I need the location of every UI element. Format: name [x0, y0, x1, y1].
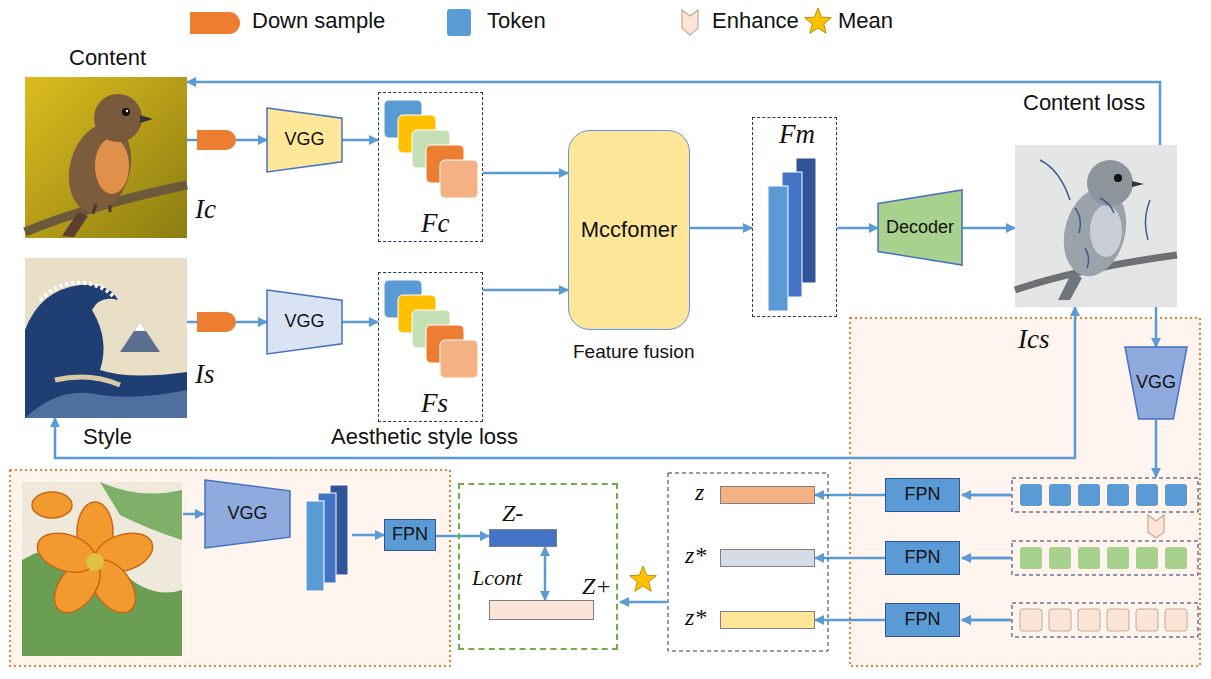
fpn-box: FPN — [885, 478, 960, 512]
image-panel: IsStyle — [25, 258, 187, 418]
fpn-box: FPN — [384, 519, 436, 551]
node-label: VGG — [227, 503, 267, 525]
embedding-group — [668, 473, 828, 651]
node-label: Is — [195, 358, 215, 390]
node-label: Lcont — [472, 565, 522, 591]
embedding-bar: z* — [720, 611, 815, 629]
node-label: FPN — [392, 524, 428, 546]
node-label: Z+ — [582, 572, 612, 601]
fpn-box: FPN — [885, 541, 960, 575]
decoder-block: Decoder — [878, 190, 962, 265]
feature-map-stack — [768, 158, 816, 311]
token-row — [1012, 603, 1198, 637]
token-stack — [384, 100, 478, 198]
flow-connector — [815, 494, 885, 497]
flow-connector — [815, 619, 885, 622]
downsample-icon — [197, 312, 236, 332]
vgg-encoder: VGG — [267, 290, 342, 354]
node-label: z* — [685, 541, 706, 570]
flow-connector — [837, 227, 878, 230]
node-label: VGG — [284, 129, 324, 151]
flow-connector — [962, 227, 1015, 230]
node-label: Ic — [195, 193, 216, 225]
feature-map-stack — [306, 485, 348, 591]
bird-photo — [25, 77, 187, 238]
legend-swatch — [447, 9, 471, 36]
flow-arrow — [1155, 420, 1158, 477]
node-label: z* — [685, 603, 706, 632]
image-panel: Ics — [1015, 145, 1177, 307]
node-label: Ics — [1018, 323, 1049, 355]
feature-group: Fs — [378, 272, 483, 422]
node-label: VGG — [1136, 372, 1176, 394]
stylized-bird — [1015, 145, 1177, 307]
edge-label: Aesthetic style loss — [328, 424, 521, 450]
node-label: Fc — [421, 207, 449, 239]
node-label: FPN — [905, 547, 941, 569]
flow-connector — [483, 289, 568, 292]
embedding-bar: z — [720, 486, 815, 504]
node-label: Feature fusion — [573, 341, 694, 364]
vgg-encoder: VGG — [205, 480, 290, 548]
legend-text: Token — [487, 8, 546, 34]
fpn-box: FPN — [885, 603, 960, 637]
flow-connector — [436, 535, 489, 538]
legend-swatch — [190, 12, 240, 34]
mean-star — [805, 8, 832, 33]
flow-connector — [1155, 307, 1158, 347]
flow-arrow — [962, 557, 1011, 560]
enhance-icon — [682, 10, 698, 35]
node-label: VGG — [284, 311, 324, 333]
vgg-encoder: VGG — [267, 108, 342, 172]
token-row — [1012, 541, 1198, 575]
flow-connector — [544, 547, 547, 600]
contrastive-box: Lcont Z- Z+ — [458, 483, 618, 650]
node-label: Style — [83, 424, 132, 450]
flow-arrow — [620, 601, 667, 604]
downsample-icon — [197, 130, 236, 150]
node-label: z — [695, 478, 704, 507]
legend-text: Mean — [838, 8, 893, 34]
flow-connector — [342, 321, 378, 324]
wave-painting — [25, 258, 187, 418]
feature-group: Fm — [752, 117, 837, 317]
flow-connector — [55, 307, 1075, 458]
embedding-bar: z* — [720, 549, 815, 567]
flow-connector — [690, 227, 752, 230]
flow-connector — [815, 557, 885, 560]
node-label: FPN — [905, 609, 941, 631]
feature-region — [850, 318, 1200, 666]
flow-arrow — [962, 495, 1011, 620]
flow-arrow — [352, 534, 384, 537]
legend-text: Down sample — [252, 8, 385, 34]
token-stack — [384, 280, 478, 378]
legend-text: Enhance — [712, 8, 799, 34]
feature-region — [10, 470, 450, 666]
edge-label: Content loss — [1020, 90, 1148, 116]
flow-arrow — [183, 513, 204, 516]
flow-connector — [483, 172, 568, 175]
vgg-encoder: VGG — [1125, 347, 1187, 419]
node-label: Fs — [421, 387, 448, 419]
flow-arrow — [962, 494, 1011, 497]
node-label: FPN — [905, 484, 941, 506]
token-row — [1012, 478, 1198, 512]
flow-connector — [342, 139, 378, 142]
node-label: Decoder — [886, 217, 954, 239]
embedding-bar: Z+ — [489, 600, 594, 620]
image-panel: ContentIc — [25, 77, 187, 238]
embedding-bar: Z- — [489, 529, 557, 547]
feature-group: Fc — [378, 92, 483, 242]
node-label: Mccfomer — [581, 217, 678, 243]
node-label: Z- — [502, 499, 523, 528]
node-label: Content — [69, 45, 146, 71]
transformer-block: MccfomerFeature fusion — [568, 130, 690, 330]
mean-star — [630, 566, 657, 591]
enhance-icon — [1148, 515, 1164, 538]
flower-painting — [22, 482, 182, 656]
flow-arrow — [962, 619, 1011, 622]
node-label: Fm — [779, 118, 815, 150]
